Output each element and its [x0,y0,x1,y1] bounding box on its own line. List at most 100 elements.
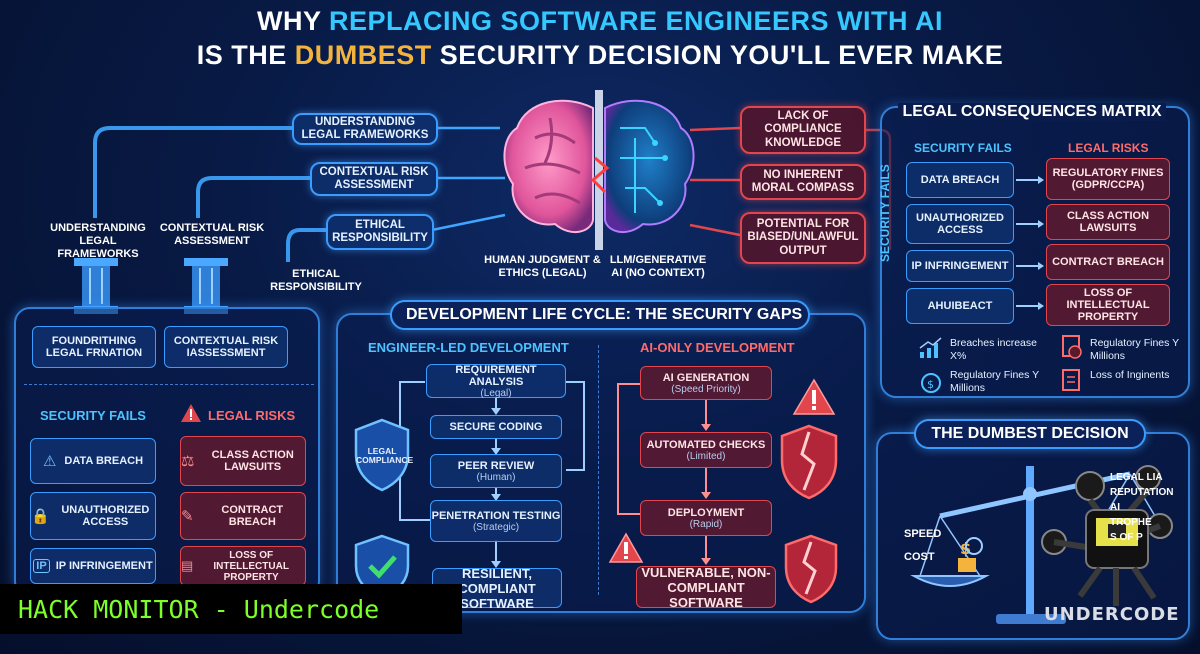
item-text: CONTRACT BREACH [1052,256,1164,268]
warning-icon [181,404,201,422]
matrix-title: LEGAL CONSEQUENCES MATRIX [898,103,1166,121]
outcome-text: VULNERABLE, NON-COMPLIANT SOFTWARE [641,564,771,610]
svg-text:$: $ [927,378,934,391]
alarm-icon: ⚠ [42,453,57,470]
broken-shield-icon [784,534,838,604]
step-sub: (Rapid) [689,518,723,530]
matrix-security-unauthorized: UNAUTHORIZED ACCESS [906,204,1014,244]
hack-monitor-banner: HACK MONITOR - Undercode [0,584,462,634]
foundation-box-text: FOUNDRITHING LEGAL FRNATION [45,335,143,359]
scale-right-label: S OF P [1110,532,1143,543]
dumbest-title: THE DUMBEST DECISION [914,419,1146,449]
lifecycle-panel [336,313,866,613]
item-text: IP INFRINGEMENT [55,560,153,572]
step-deployment: DEPLOYMENT (Rapid) [640,500,772,536]
gavel-icon: ⚖ [181,453,195,470]
scale-right-labels: LEGAL LIA REPUTATION AI TROPHE S OF P [1110,470,1190,545]
matrix-legal-class-action: CLASS ACTION LAWSUITS [1046,204,1170,240]
warning-icon [792,378,836,415]
matrix-arrows [1016,176,1044,310]
foundation-box-legal: FOUNDRITHING LEGAL FRNATION [32,326,156,368]
matrix-legal-fines: REGULATORY FINES (GDPR/CCPA) [1046,158,1170,200]
matrix-legal-head: LEGAL RISKS [1068,141,1149,155]
matrix-legal-contract: CONTRACT BREACH [1046,244,1170,280]
step-title: SECURE CODING [449,421,543,433]
step-sub: (Legal) [480,387,512,399]
foundation-item-ip: IP IP INFRINGEMENT [30,548,156,584]
step-peer-review: PEER REVIEW (Human) [430,454,562,488]
undercode-watermark: UNDERCODE [1044,604,1180,625]
step-title: AUTOMATED CHECKS [646,438,766,451]
title-text: SECURITY DECISION YOU'LL EVER MAKE [431,40,1004,70]
pill-contextual-risk: CONTEXTUAL RISK ASSESSMENT [310,162,438,196]
item-text: REGULATORY FINES (GDPR/CCPA) [1052,167,1164,191]
document-icon: ▤ [181,558,194,573]
pillar-label-ethical: ETHICAL RESPONSIBILITY [270,268,362,294]
pill-lack-compliance: LACK OF COMPLIANCE KNOWLEDGE [740,106,866,154]
title-highlight-dumbest: DUMBEST [294,40,432,70]
item-text: CLASS ACTION LAWSUITS [1066,210,1150,234]
scale-right-label: REPUTATION [1110,487,1174,498]
title-highlight: REPLACING SOFTWARE ENGINEERS WITH AI [328,6,944,36]
pill-understanding-legal: UNDERSTANDING LEGAL FRAMEWORKS [292,113,438,145]
title-text: WHY [256,6,329,36]
chart-up-icon [919,337,942,358]
foundation-item-contract: ✎ CONTRACT BREACH [180,492,306,540]
step-ai-generation: AI GENERATION (Speed Priority) [640,366,772,400]
item-text: UNAUTHORIZED ACCESS [61,504,150,528]
document-money-icon [1062,335,1082,359]
foundation-security-head: SECURITY FAILS [40,408,146,423]
divider [24,384,314,385]
legal-compliance-shield-icon [354,418,410,492]
divider [598,345,599,595]
hacker-mascot-icon [1041,465,1173,606]
step-automated-checks: AUTOMATED CHECKS (Limited) [640,432,772,468]
step-secure-coding: SECURE CODING [430,415,562,439]
item-text: DATA BREACH [64,455,144,467]
matrix-security-data-breach: DATA BREACH [906,162,1014,198]
scale-right-label: LEGAL LIA [1110,472,1163,483]
step-penetration-testing: PENETRATION TESTING (Strategic) [430,500,562,542]
shield-label: LEGAL COMPLIANCE [356,446,414,466]
foundation-item-data-breach: ⚠ DATA BREACH [30,438,156,484]
step-title: REQUIREMENT ANALYSIS [455,363,537,388]
item-text: LOSS OF INTELLECTUAL PROPERTY [1066,287,1150,323]
pill-biased-output: POTENTIAL FOR BIASED/UNLAWFUL OUTPUT [740,212,866,264]
step-sub: (Strategic) [472,521,520,533]
ai-outcome: VULNERABLE, NON-COMPLIANT SOFTWARE [636,564,776,610]
scale-right-label: AI [1110,502,1120,513]
item-text: IP INFRINGEMENT [911,260,1009,272]
scale-left-label-speed: SPEED [904,528,942,540]
pill-ethical-responsibility: ETHICAL RESPONSIBILITY [326,214,434,250]
foundation-legal-head: LEGAL RISKS [208,408,296,423]
pill-no-moral-compass: NO INHERENT MORAL COMPASS [740,164,866,200]
step-title: PENETRATION TESTING [431,509,561,522]
human-brain-label: HUMAN JUDGMENT & ETHICS (LEGAL) [484,254,601,280]
item-text: DATA BREACH [920,174,1000,186]
foundation-item-class-action: ⚖ CLASS ACTION LAWSUITS [180,436,306,486]
step-sub: (Limited) [686,450,726,462]
step-title: DEPLOYMENT [667,506,745,519]
foundation-item-unauthorized: 🔒 UNAUTHORIZED ACCESS [30,492,156,540]
stat-loss: Loss of Inginents [1090,369,1170,381]
step-sub: (Speed Priority) [671,383,741,395]
brain-illustration [503,90,695,250]
stat-fines-1: Regulatory Fines Y Millions [950,369,1039,394]
item-text: AHUIBEACT [927,300,993,312]
item-text: CONTRACT BREACH [221,504,284,528]
pillar-label-legal: UNDERSTANDING LEGAL FRAMEWORKS [50,222,146,261]
pillar-label-contextual: CONTEXTUAL RISK ASSESSMENT [159,222,265,248]
matrix-security-head: SECURITY FAILS [914,141,1012,155]
stat-fines-2: Regulatory Fines Y Millions [1090,337,1179,362]
title-text: IS THE [196,40,295,70]
scale-left-label-cost: COST [904,551,935,563]
ai-brain-label: LLM/GENERATIVE AI (NO CONTEXT) [609,254,707,280]
matrix-security-other: AHUIBEACT [906,288,1014,324]
title-line-1: WHY REPLACING SOFTWARE ENGINEERS WITH AI [0,6,1200,37]
warning-icon [608,532,644,563]
ip-icon: IP [33,559,50,573]
step-requirement-analysis: REQUIREMENT ANALYSIS (Legal) [426,363,566,399]
engineer-head: ENGINEER-LED DEVELOPMENT [368,340,569,355]
scale-right-label: TROPHE [1110,517,1152,528]
